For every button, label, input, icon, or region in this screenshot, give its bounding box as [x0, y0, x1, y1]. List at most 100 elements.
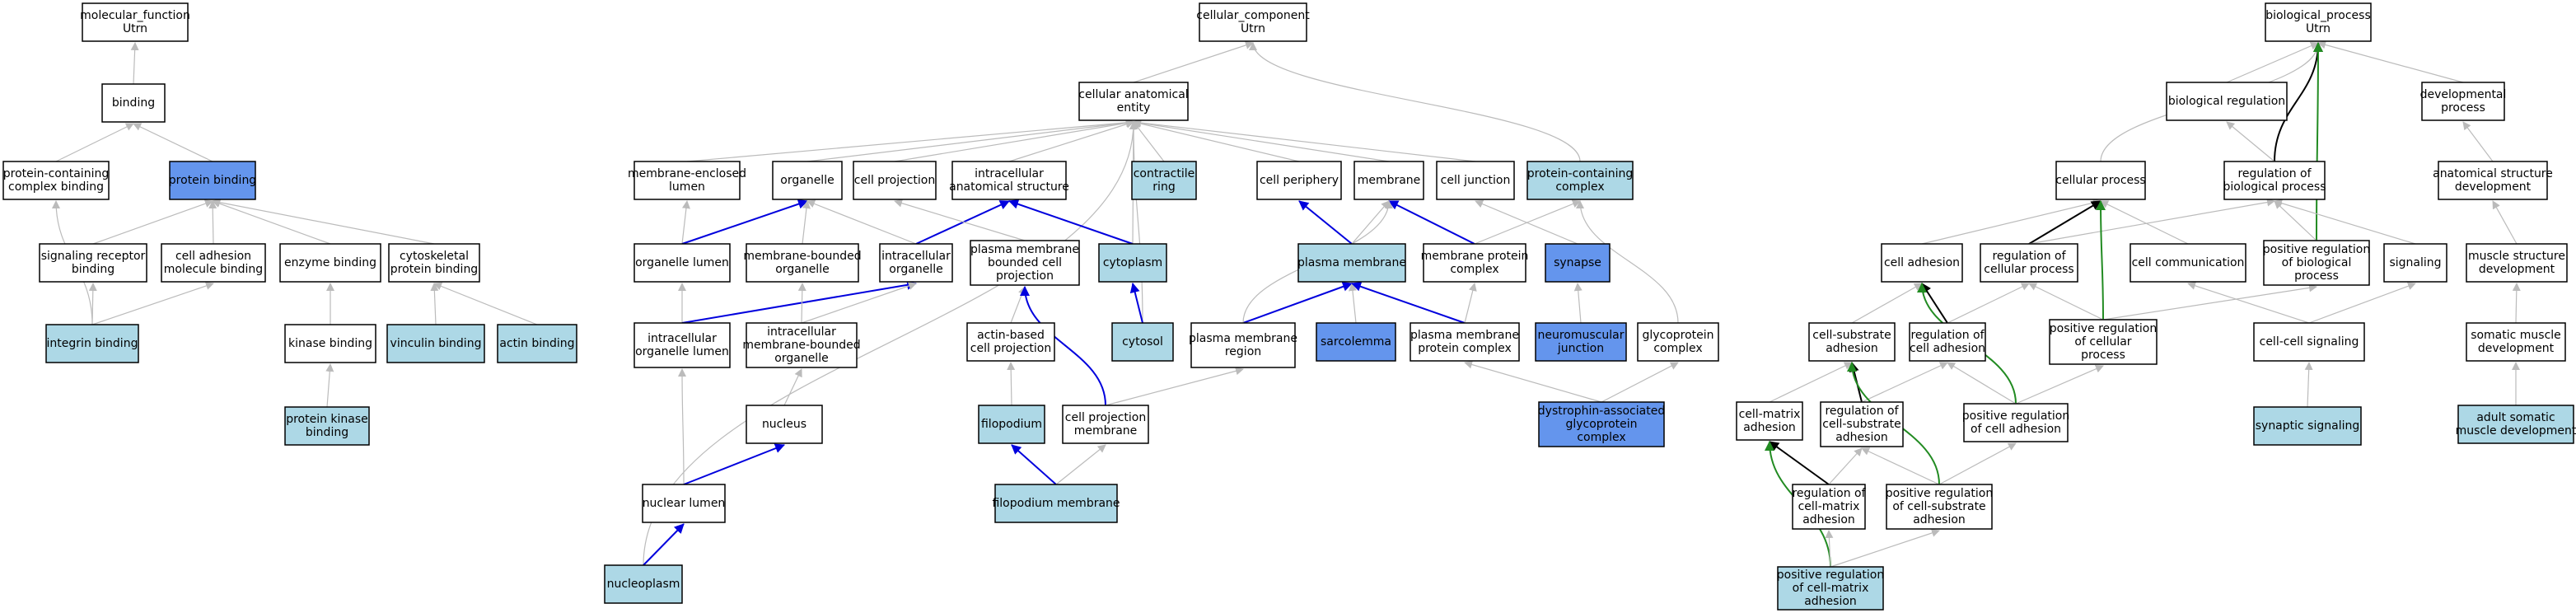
edge-regulation-of-cell-adhesion-to-regulation-of-cellular-process [1947, 283, 2030, 324]
node-binding[interactable]: binding [101, 83, 166, 123]
node-cell-adhesion[interactable]: cell adhesion [1881, 243, 1963, 283]
node-cell-communication[interactable]: cell communication [2130, 243, 2246, 283]
node-integrin-binding[interactable]: integrin binding [45, 324, 139, 363]
node-sarcolemma[interactable]: sarcolemma [1316, 322, 1396, 362]
node-actin-binding[interactable]: actin binding [497, 324, 577, 363]
node-box [746, 405, 823, 444]
node-box [2438, 161, 2548, 200]
node-biological-regulation[interactable]: biological regulation [2166, 82, 2288, 121]
node-protein-binding[interactable]: protein binding [169, 161, 256, 200]
node-cell-junction[interactable]: cell junction [1436, 161, 1515, 200]
node-cytosol[interactable]: cytosol [1111, 322, 1174, 362]
node-box [879, 243, 953, 283]
node-filopodium[interactable]: filopodium [978, 405, 1045, 444]
node-box [951, 161, 1067, 200]
node-cellular-process[interactable]: cellular process [2055, 161, 2146, 200]
node-synapse[interactable]: synapse [1545, 243, 1611, 283]
node-membrane[interactable]: membrane [1353, 161, 1424, 200]
node-plasma-membrane[interactable]: plasma membrane [1297, 243, 1406, 283]
node-box [966, 322, 1055, 362]
node-enzyme-binding[interactable]: enzyme binding [279, 243, 381, 283]
node-label-line: cell-substrate [1822, 418, 1900, 431]
node-kinase-binding[interactable]: kinase binding [284, 324, 376, 363]
node-label-line: membrane-bounded [742, 339, 860, 352]
node-cytoplasm[interactable]: cytoplasm [1098, 243, 1167, 283]
node-nucleus[interactable]: nucleus [746, 405, 823, 444]
node-box [284, 406, 370, 446]
node-synaptic-signaling[interactable]: synaptic signaling [2253, 406, 2362, 446]
edge-anatomical-structure-development-to-developmental-process [2462, 121, 2494, 162]
node-box [1909, 322, 1986, 362]
node-label-line: cell-matrix [1798, 500, 1860, 513]
node-label-line: cell projection [970, 342, 1051, 355]
node-organelle-lumen[interactable]: organelle lumen [633, 243, 731, 283]
node-cell-cell-signaling[interactable]: cell-cell signaling [2253, 322, 2365, 362]
node-signaling[interactable]: signaling [2383, 243, 2447, 283]
edge-cell-projection-membrane-to-plasma-membrane-region [1105, 367, 1244, 406]
node-box [772, 161, 843, 200]
node-box [1316, 322, 1396, 362]
node-label-line: organelle lumen [635, 256, 729, 269]
node-box [2223, 161, 2326, 200]
node-vinculin-binding[interactable]: vinculin binding [386, 324, 485, 363]
edge-positive-regulation-of-cell-substrate-adhesion-to-regulation-of-cell-substrate-adhesion [1861, 447, 1940, 485]
node-label-line: membrane [1358, 174, 1421, 187]
node-cell-projection[interactable]: cell projection [853, 161, 937, 200]
node-label-line: of cell adhesion [1971, 423, 2061, 436]
edge-membrane-protein-complex-to-membrane [1388, 200, 1475, 245]
node-organelle[interactable]: organelle [772, 161, 843, 200]
node-label-line: cell-cell signaling [2260, 335, 2359, 349]
node-cell-periphery[interactable]: cell periphery [1256, 161, 1342, 200]
node-box [169, 161, 256, 200]
node-label-line: adhesion [1835, 431, 1888, 444]
node-nuclear-lumen[interactable]: nuclear lumen [642, 484, 726, 523]
node-label-line: intracellular [881, 250, 951, 263]
node-label-line: muscle development [2456, 424, 2576, 438]
node-nucleoplasm[interactable]: nucleoplasm [604, 564, 683, 604]
node-filopodium-membrane[interactable]: filopodium membrane [992, 484, 1120, 523]
